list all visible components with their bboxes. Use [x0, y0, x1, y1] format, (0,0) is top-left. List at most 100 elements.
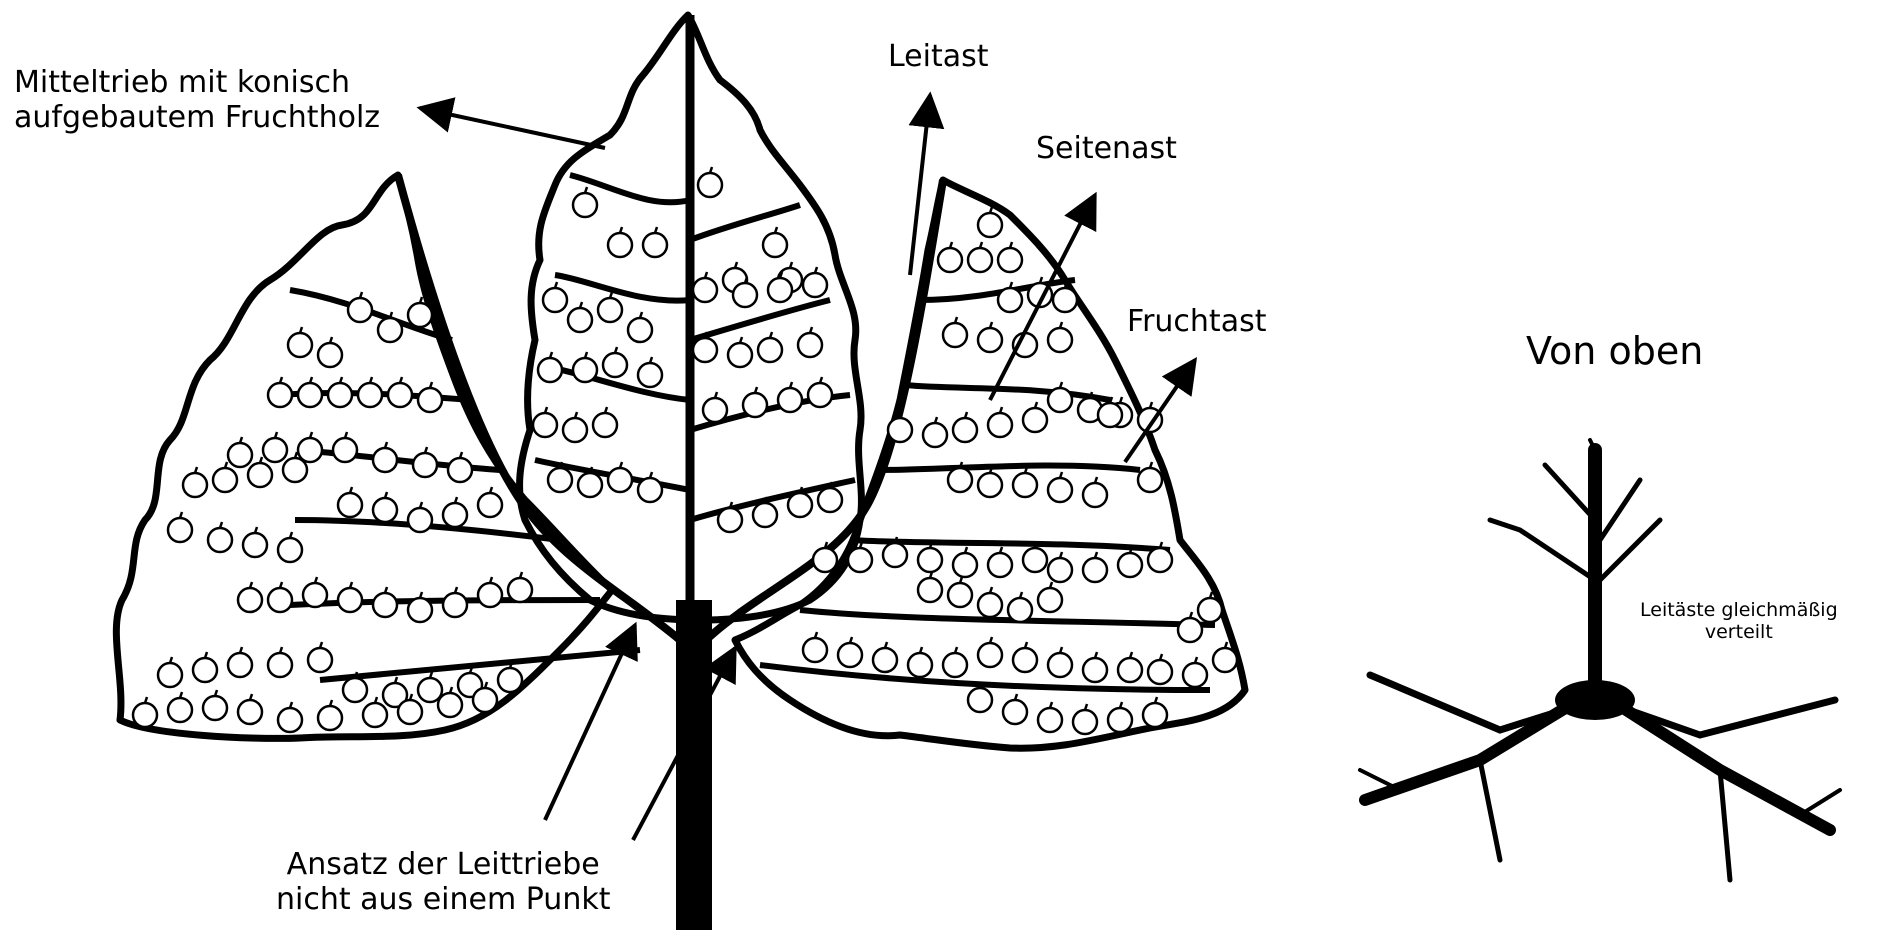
top-view-sketch	[1360, 440, 1840, 880]
apple	[948, 583, 972, 607]
apple	[388, 383, 412, 407]
apple	[408, 598, 432, 622]
apple	[943, 323, 967, 347]
label-fruchtast: Fruchtast	[1127, 305, 1266, 340]
apple	[183, 473, 207, 497]
apple	[948, 468, 972, 492]
apple	[693, 338, 717, 362]
apple	[1118, 658, 1142, 682]
apple	[918, 578, 942, 602]
apple	[228, 653, 252, 677]
apple	[1183, 663, 1207, 687]
label-leitast: Leitast	[888, 40, 989, 75]
apple	[278, 708, 302, 732]
apple	[1053, 288, 1077, 312]
apple	[638, 363, 662, 387]
apple	[168, 518, 192, 542]
apple	[478, 583, 502, 607]
apple	[158, 663, 182, 687]
apple	[743, 393, 767, 417]
apple	[883, 543, 907, 567]
arrow-mitteltrieb	[420, 108, 605, 148]
apple	[643, 233, 667, 257]
apple	[268, 383, 292, 407]
label-leitaeste-line2: verteilt	[1640, 622, 1838, 644]
apple	[303, 583, 327, 607]
apple	[548, 468, 572, 492]
apple	[758, 338, 782, 362]
apple	[473, 688, 497, 712]
apple	[208, 528, 232, 552]
apple	[378, 318, 402, 342]
apple	[373, 498, 397, 522]
apple	[1083, 558, 1107, 582]
apple	[213, 468, 237, 492]
apple	[408, 303, 432, 327]
apple	[1148, 548, 1172, 572]
label-ansatz-line2: nicht aus einem Punkt	[276, 883, 610, 918]
apple	[343, 678, 367, 702]
apple	[288, 333, 312, 357]
apple	[318, 706, 342, 730]
apple	[348, 298, 372, 322]
apple	[1148, 660, 1172, 684]
label-leitaeste: Leitäste gleichmäßig verteilt	[1640, 600, 1838, 644]
apple	[1048, 558, 1072, 582]
apple	[818, 488, 842, 512]
apple	[998, 288, 1022, 312]
apple	[1108, 708, 1132, 732]
apple	[1048, 478, 1072, 502]
apple	[733, 283, 757, 307]
label-mitteltrieb: Mitteltrieb mit konisch aufgebautem Fruc…	[14, 66, 380, 135]
apple	[1178, 618, 1202, 642]
apple	[373, 448, 397, 472]
apple	[923, 423, 947, 447]
apple	[1098, 403, 1122, 427]
apple	[753, 503, 777, 527]
apple	[308, 648, 332, 672]
apple	[978, 328, 1002, 352]
apple	[573, 193, 597, 217]
apple	[1008, 598, 1032, 622]
apple	[598, 298, 622, 322]
apple	[298, 383, 322, 407]
apple	[1118, 553, 1142, 577]
apple	[788, 493, 812, 517]
label-mitteltrieb-line2: aufgebautem Fruchtholz	[14, 101, 380, 136]
apple	[1073, 710, 1097, 734]
apple	[778, 388, 802, 412]
apple	[953, 418, 977, 442]
apple	[508, 578, 532, 602]
apple	[988, 553, 1012, 577]
apple	[538, 358, 562, 382]
apple	[1083, 658, 1107, 682]
apple	[398, 700, 422, 724]
apple	[918, 548, 942, 572]
apple	[278, 538, 302, 562]
trunk	[676, 600, 712, 930]
label-ansatz: Ansatz der Leittriebe nicht aus einem Pu…	[276, 848, 610, 917]
apple	[373, 593, 397, 617]
apple	[888, 418, 912, 442]
apple	[1048, 388, 1072, 412]
apple	[1023, 548, 1047, 572]
apple	[568, 308, 592, 332]
apple	[603, 353, 627, 377]
apple	[363, 703, 387, 727]
apple	[803, 273, 827, 297]
apple	[1023, 408, 1047, 432]
apple	[413, 453, 437, 477]
apple	[238, 700, 262, 724]
apple	[968, 248, 992, 272]
apple	[718, 508, 742, 532]
apple	[298, 438, 322, 462]
apple	[248, 463, 272, 487]
apple	[953, 553, 977, 577]
apple	[1013, 473, 1037, 497]
apple	[978, 593, 1002, 617]
apple	[1048, 653, 1072, 677]
apple	[448, 458, 472, 482]
apple	[808, 383, 832, 407]
